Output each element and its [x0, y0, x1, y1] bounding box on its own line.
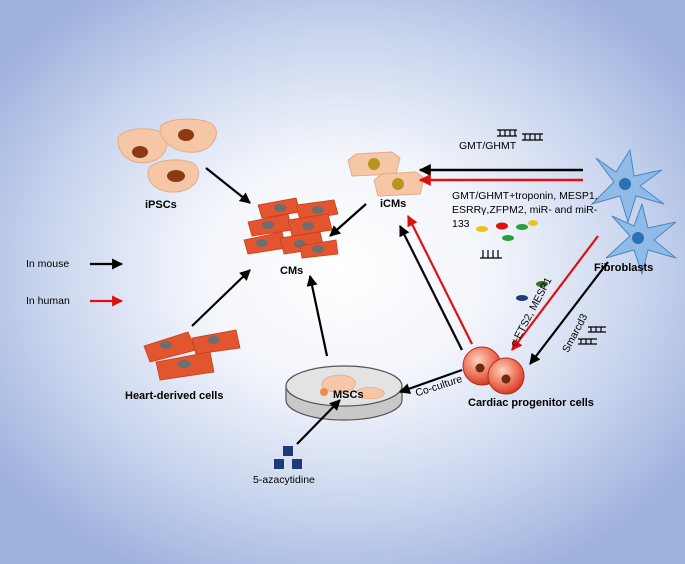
- arrow-icms-to-cms: [329, 203, 367, 237]
- arrow-ipscs-to-cms: [205, 167, 251, 204]
- gene-symbol-icon: [578, 326, 606, 345]
- arrow-fibroblasts-to-cpc-human: [511, 235, 599, 351]
- arrow-fibroblasts-to-cpc-mouse: [529, 261, 609, 365]
- azacytidine-molecules-icon: [274, 446, 302, 469]
- heart-derived-label: Heart-derived cells: [125, 390, 224, 402]
- cardiomyocyte-cluster-icon: [243, 197, 339, 259]
- arrow-mscs-to-cms: [306, 274, 329, 357]
- fibroblasts-label: Fibroblasts: [594, 262, 654, 274]
- mscs-label: MSCs: [333, 389, 364, 401]
- factors-line-1: GMT/GHMT+troponin, MESP1,: [452, 190, 598, 202]
- icm-cells-icon: [347, 151, 425, 197]
- gene-symbol-icon: [497, 129, 543, 141]
- cardiac-progenitor-cells-icon: [462, 346, 525, 395]
- arrow-cpc-to-icms-human: [407, 215, 473, 345]
- azacytidine-label: 5-azacytidine: [253, 474, 315, 486]
- arrow-heart-derived-to-cms: [191, 269, 251, 327]
- petri-dish-icon: [285, 365, 403, 421]
- ipsc-cells-icon: [117, 118, 217, 193]
- cardiac-progenitor-label: Cardiac progenitor cells: [468, 397, 594, 409]
- fibroblast-cells-icon: [590, 148, 677, 276]
- cms-label: CMs: [280, 265, 304, 277]
- legend-mouse-label: In mouse: [26, 258, 70, 270]
- factors-line-3: 133: [452, 218, 470, 230]
- ipscs-label: iPSCs: [145, 199, 177, 211]
- factors-line-2: ESRRγ,ZFPM2, miR- and miR-: [452, 204, 598, 216]
- arrow-cpc-to-mscs-coculture: [398, 368, 463, 394]
- heart-derived-cells-icon: [143, 329, 241, 381]
- gmt-ghmt-label: GMT/GHMT: [459, 140, 517, 152]
- arrow-cpc-to-icms-mouse: [399, 225, 463, 351]
- legend-human-label: In human: [26, 295, 70, 307]
- gene-symbol-icon: [480, 250, 502, 259]
- factor-molecules-icon: [476, 220, 548, 301]
- icms-label: iCMs: [380, 198, 407, 210]
- arrow-azacytidine-to-mscs: [296, 399, 341, 445]
